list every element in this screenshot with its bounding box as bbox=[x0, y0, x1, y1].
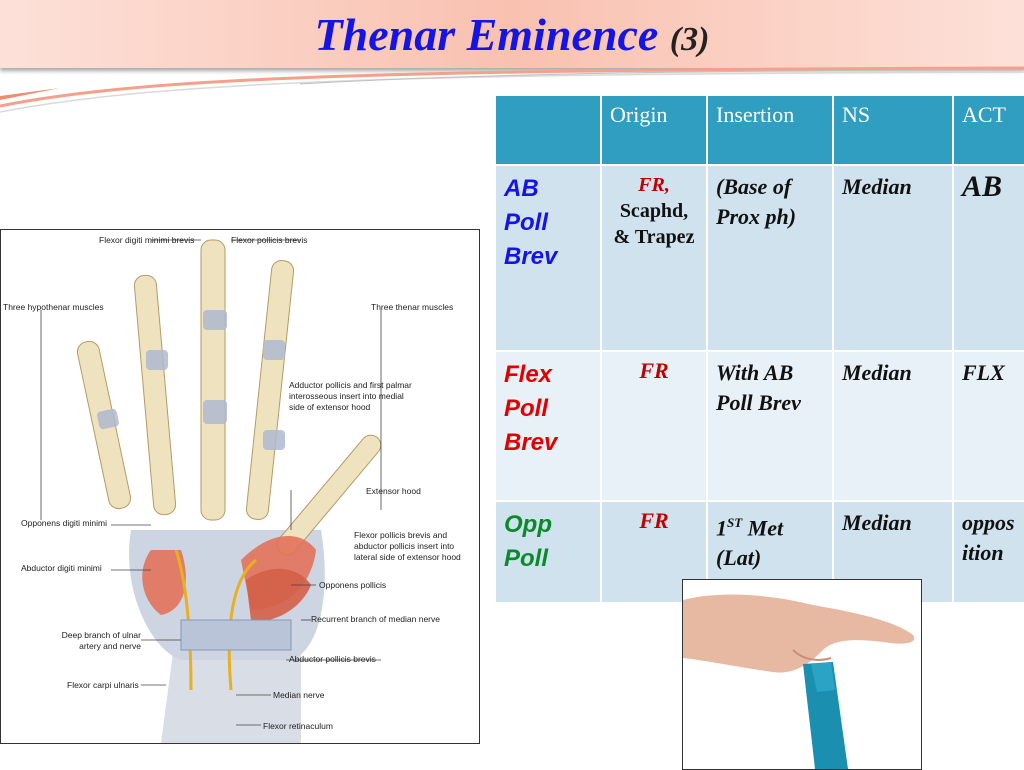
insertion-cell: With AB Poll Brev bbox=[706, 350, 834, 502]
muscle-name-cell: Opp Poll bbox=[494, 500, 602, 604]
origin-cell: FR, Scaphd, & Trapez bbox=[600, 164, 708, 352]
label-adductor: Adductor pollicis and first palmar inter… bbox=[289, 380, 412, 412]
insertion-cell: (Base of Prox ph) bbox=[706, 164, 834, 352]
label-deep-branch: Deep branch of ulnar artery and nerve bbox=[61, 630, 141, 651]
label-extensor-hood: Extensor hood bbox=[366, 486, 421, 496]
origin-fr: FR bbox=[639, 358, 669, 383]
label-abductor-pollicis-brevis: Abductor pollicis brevis bbox=[289, 654, 376, 664]
label-flexor-digiti-minimi-brevis: Flexor digiti minimi brevis bbox=[99, 235, 195, 245]
header-insertion: Insertion bbox=[706, 94, 834, 166]
act-cell: AB bbox=[952, 164, 1024, 352]
header-cell-empty bbox=[494, 94, 602, 166]
origin-fr: FR, bbox=[638, 174, 670, 196]
table-header-row: Origin Insertion NS ACT bbox=[494, 94, 1024, 166]
label-opponens-pollicis: Opponens pollicis bbox=[319, 580, 387, 590]
label-recurrent-branch: Recurrent branch of median nerve bbox=[311, 614, 440, 624]
title-text: Thenar Eminence bbox=[314, 9, 659, 60]
label-flexor-pollicis-brevis: Flexor pollicis brevis bbox=[231, 235, 308, 245]
insertion-text: With AB Poll Brev bbox=[716, 360, 801, 415]
act-text: opposition bbox=[962, 510, 1015, 565]
act-text: FLX bbox=[962, 360, 1005, 385]
label-three-thenar: Three thenar muscles bbox=[371, 302, 454, 312]
label-abductor-digiti-minimi: Abductor digiti minimi bbox=[21, 563, 102, 573]
header-ns: NS bbox=[832, 94, 954, 166]
label-fpb-insert: Flexor pollicis brevis and abductor poll… bbox=[354, 530, 461, 562]
ns-text: Median bbox=[842, 510, 912, 535]
ns-cell: Median bbox=[832, 164, 954, 352]
act-cell: FLX bbox=[952, 350, 1024, 502]
label-flexor-carpi-ulnaris: Flexor carpi ulnaris bbox=[67, 680, 139, 690]
origin-fr: FR bbox=[639, 508, 669, 533]
title-bar bbox=[0, 0, 1024, 68]
ns-cell: Median bbox=[832, 350, 954, 502]
hand-pinch-image bbox=[683, 594, 915, 769]
ns-text: Median bbox=[842, 174, 912, 199]
header-act: ACT bbox=[952, 94, 1024, 166]
act-cell: opposition bbox=[952, 500, 1024, 604]
label-flexor-retinaculum: Flexor retinaculum bbox=[263, 721, 333, 731]
insertion-sup: ST bbox=[727, 515, 743, 530]
label-opponens-digiti-minimi: Opponens digiti minimi bbox=[21, 518, 107, 528]
insertion-rest: Met (Lat) bbox=[716, 515, 784, 571]
insertion-text: 1ST Met (Lat) bbox=[716, 508, 824, 573]
opposition-photo bbox=[682, 579, 922, 770]
muscle-name: Flex Poll Brev bbox=[504, 361, 558, 456]
title-number: (3) bbox=[669, 21, 710, 58]
ns-text: Median bbox=[842, 360, 912, 385]
slide-title: Thenar Eminence (3) bbox=[0, 8, 1024, 61]
table-row: Flex Poll Brev FR With AB Poll Brev Medi… bbox=[494, 350, 1024, 502]
insertion-text: (Base of Prox ph) bbox=[716, 174, 797, 229]
origin-rest: Scaphd, & Trapez bbox=[613, 200, 695, 248]
muscle-name-cell: Flex Poll Brev bbox=[494, 350, 602, 502]
thenar-muscles-table: Origin Insertion NS ACT AB Poll Brev FR,… bbox=[494, 94, 1024, 604]
label-median-nerve: Median nerve bbox=[273, 690, 325, 700]
label-three-hypothenar: Three hypothenar muscles bbox=[3, 302, 104, 312]
insertion-main: 1 bbox=[716, 515, 727, 541]
decorative-swoosh bbox=[0, 66, 1024, 113]
table-row: AB Poll Brev FR, Scaphd, & Trapez (Base … bbox=[494, 164, 1024, 352]
muscle-name: AB Poll Brev bbox=[504, 175, 558, 270]
header-origin: Origin bbox=[600, 94, 708, 166]
hand-anatomy-figure: Flexor digiti minimi brevis Flexor polli… bbox=[0, 229, 480, 744]
hand-illustration bbox=[40, 239, 382, 743]
origin-cell: FR bbox=[600, 350, 708, 502]
muscle-name-cell: AB Poll Brev bbox=[494, 164, 602, 352]
act-text: AB bbox=[962, 170, 1003, 203]
muscle-name: Opp Poll bbox=[504, 511, 552, 572]
